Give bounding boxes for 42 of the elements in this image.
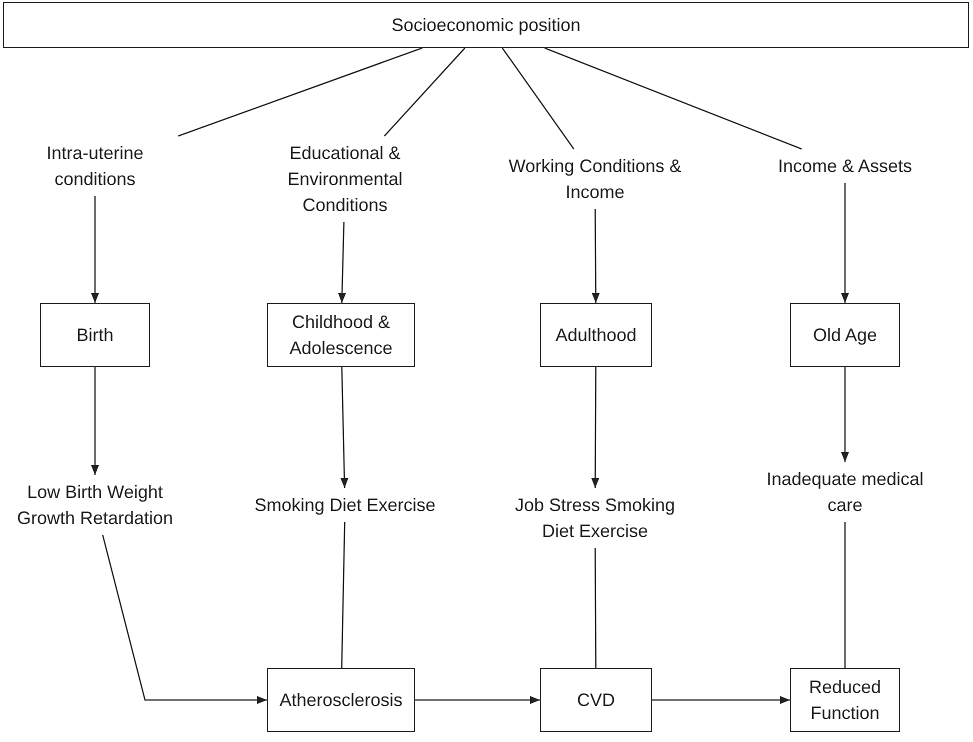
process-box	[267, 668, 415, 732]
box-label: Childhood & Adolescence	[288, 311, 394, 360]
box-label: Birth	[76, 324, 114, 347]
factor-text: Inadequate medical care	[765, 468, 925, 517]
arrow	[102, 534, 267, 704]
arrow	[592, 209, 600, 303]
process-box	[267, 303, 415, 367]
factor-text: Job Stress Smoking Diet Exercise	[514, 494, 676, 543]
arrow	[591, 367, 600, 488]
process-box	[540, 303, 652, 367]
process-box	[3, 2, 969, 48]
factor-text: Low Birth Weight Growth Retardation	[16, 481, 174, 530]
arrow	[652, 696, 790, 704]
box-label: Old Age	[812, 324, 878, 347]
arrow	[841, 183, 849, 303]
box-label: Atherosclerosis	[279, 689, 403, 712]
factor-text: Intra-uterine conditions	[45, 142, 145, 191]
connector-line	[384, 48, 466, 136]
connector-line	[844, 522, 846, 668]
process-box	[790, 668, 900, 732]
connector-line	[502, 48, 574, 150]
process-box	[40, 303, 150, 367]
arrow	[415, 696, 540, 704]
factor-text: Working Conditions & Income	[508, 155, 682, 204]
arrow	[91, 367, 99, 475]
factor-text: Educational & Environmental Conditions	[286, 142, 404, 217]
connector-line	[178, 47, 422, 137]
connector-line	[594, 548, 596, 668]
process-box	[790, 303, 900, 367]
box-label: CVD	[576, 689, 615, 712]
connector-line	[341, 522, 346, 668]
factor-text: Income & Assets	[778, 155, 912, 178]
connector-line	[544, 47, 802, 150]
arrow	[841, 367, 849, 462]
process-box	[540, 668, 652, 732]
factor-text: Smoking Diet Exercise	[254, 494, 436, 517]
arrow	[338, 222, 346, 304]
box-label: Adulthood	[555, 324, 637, 347]
box-label: Reduced Function	[808, 676, 882, 725]
arrow	[340, 366, 348, 488]
arrow	[91, 196, 99, 303]
box-label: Socioeconomic position	[391, 14, 581, 37]
